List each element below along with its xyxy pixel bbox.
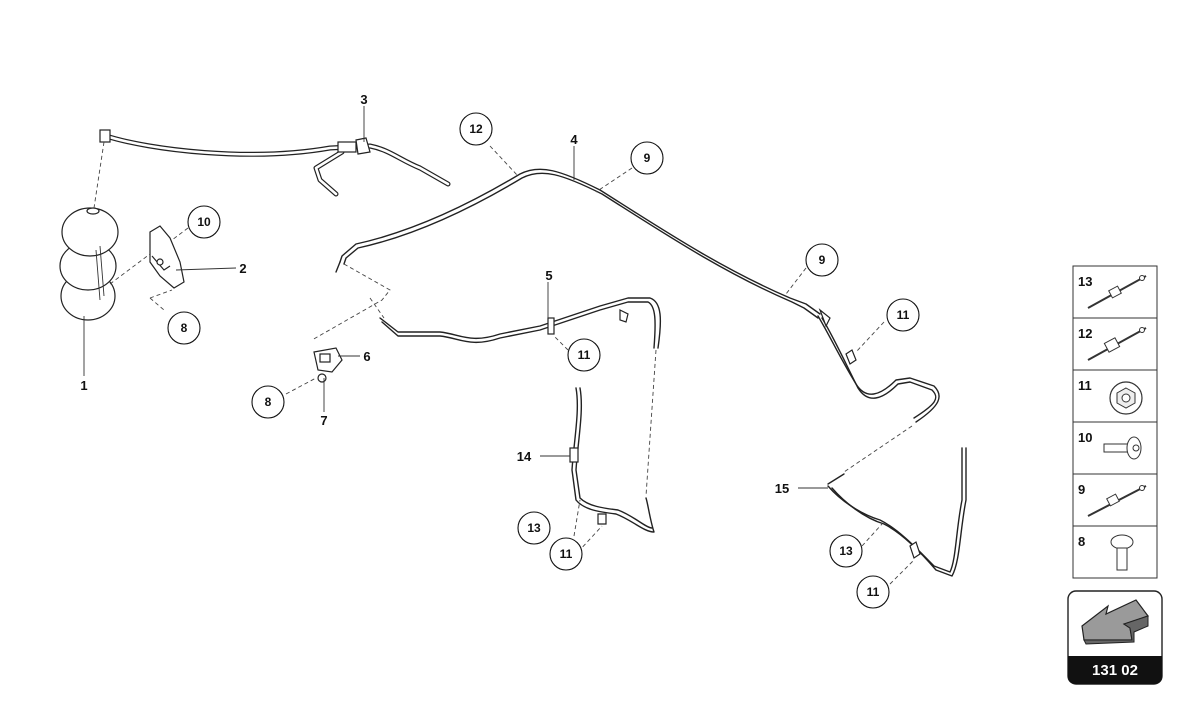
leader-lines xyxy=(83,106,828,489)
connector-lines xyxy=(93,141,915,585)
screw-icon xyxy=(1110,534,1134,571)
callout-6: 6 xyxy=(363,349,370,364)
legend-label-13: 13 xyxy=(1078,274,1092,289)
circled-callout-12: 12 xyxy=(459,112,493,146)
callout-12: 12 xyxy=(469,122,483,136)
legend-label-12: 12 xyxy=(1078,326,1092,341)
legend-label-9: 9 xyxy=(1078,482,1085,497)
circled-callout-8a: 8 xyxy=(167,311,201,345)
pipe-part-3 xyxy=(99,129,451,197)
reference-box: 131 02 xyxy=(1067,590,1163,685)
callout-9b: 9 xyxy=(819,253,826,267)
pipe-part-4 xyxy=(335,168,940,423)
circled-callout-13b: 13 xyxy=(829,534,863,568)
cable-tie-clip-icon xyxy=(1087,327,1147,361)
valve-part-6 xyxy=(313,347,343,383)
callout-14: 14 xyxy=(517,449,532,464)
callout-11a: 11 xyxy=(578,348,591,362)
callout-5: 5 xyxy=(545,268,552,283)
callout-10: 10 xyxy=(197,215,211,229)
direction-arrow-icon xyxy=(1081,599,1149,645)
callout-8a: 8 xyxy=(181,321,188,335)
circled-callout-11d: 11 xyxy=(856,575,890,609)
pipe-part-14 xyxy=(569,387,655,533)
circled-callout-13a: 13 xyxy=(517,511,551,545)
legend-label-11: 11 xyxy=(1078,378,1092,393)
callout-13a: 13 xyxy=(527,521,541,535)
legend-label-10: 10 xyxy=(1078,430,1092,445)
circled-callout-9b: 9 xyxy=(805,243,839,277)
callout-2: 2 xyxy=(239,261,246,276)
cable-tie-icon xyxy=(1087,275,1147,309)
circled-callout-9a: 9 xyxy=(630,141,664,175)
callout-3: 3 xyxy=(360,92,367,107)
pipe-part-15 xyxy=(827,447,967,577)
accumulator-spheres xyxy=(59,207,119,321)
circled-callout-8b: 8 xyxy=(251,385,285,419)
callout-13b: 13 xyxy=(839,544,853,558)
circled-callout-11b: 11 xyxy=(886,298,920,332)
callout-1: 1 xyxy=(80,378,87,393)
bolt-icon xyxy=(1103,436,1142,460)
reference-number: 131 02 xyxy=(1092,662,1138,679)
circled-callout-10: 10 xyxy=(187,205,221,239)
cable-tie-icon-2 xyxy=(1087,485,1147,517)
circled-callout-11a: 11 xyxy=(567,338,601,372)
callout-9a: 9 xyxy=(644,151,651,165)
fastener-legend: 13 12 11 10 9 8 xyxy=(1072,265,1158,579)
circled-callout-11c: 11 xyxy=(549,537,583,571)
callout-11c: 11 xyxy=(560,547,573,561)
callout-11b: 11 xyxy=(897,308,910,322)
bracket-part-2 xyxy=(149,225,185,289)
callout-4: 4 xyxy=(570,132,578,147)
pipe-part-5 xyxy=(379,297,662,349)
legend-row-8 xyxy=(1072,525,1158,579)
callout-11d: 11 xyxy=(867,585,880,599)
hex-nut-icon xyxy=(1109,381,1143,415)
callout-8b: 8 xyxy=(265,395,272,409)
callout-7: 7 xyxy=(320,413,327,428)
legend-label-8: 8 xyxy=(1078,534,1085,549)
callout-15: 15 xyxy=(775,481,789,496)
